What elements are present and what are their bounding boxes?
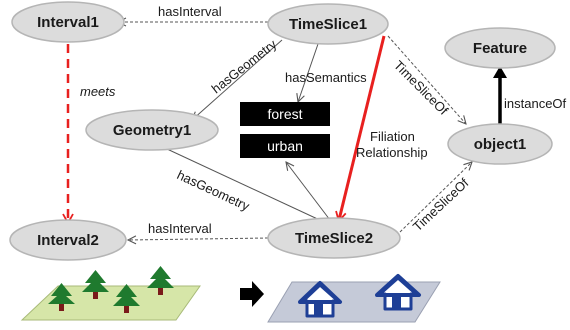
- edge-has-semantics: [298, 43, 319, 102]
- label-has-interval-bottom: hasInterval: [148, 221, 212, 236]
- house-icon: [298, 281, 342, 318]
- label-timeslice-of-bottom: TimeSliceOf: [410, 175, 472, 234]
- node-timeslice1-label: TimeSlice1: [289, 16, 367, 33]
- edge-timeslice-of-top: [387, 35, 466, 124]
- semantic-box-forest-label: forest: [267, 106, 302, 122]
- label-filiation-line1: Filiation: [370, 129, 415, 144]
- edge-has-geometry-top: [192, 39, 283, 120]
- edge-timeslice-of-bottom: [399, 162, 472, 233]
- node-feature-label: Feature: [473, 40, 527, 57]
- tree-icon: [48, 283, 75, 311]
- node-feature: Feature: [444, 27, 556, 69]
- edge-has-interval-bottom: [128, 238, 269, 240]
- node-timeslice2-label: TimeSlice2: [295, 230, 373, 247]
- house-icon: [375, 274, 421, 311]
- urban-illustration: [267, 274, 441, 323]
- transition-arrow-icon: [240, 281, 264, 307]
- label-has-geometry-top: hasGeometry: [209, 36, 280, 96]
- semantic-box-forest: forest: [240, 102, 330, 126]
- node-geometry1-label: Geometry1: [113, 122, 191, 139]
- semantic-box-urban: urban: [240, 134, 330, 158]
- tree-icon: [82, 270, 109, 299]
- tree-icon: [113, 284, 140, 313]
- node-timeslice1: TimeSlice1: [267, 3, 389, 45]
- label-has-semantics: hasSemantics: [285, 70, 367, 85]
- label-has-interval-top: hasInterval: [158, 4, 222, 19]
- node-interval2: Interval2: [9, 219, 127, 261]
- label-timeslice-of-top: TimeSliceOf: [391, 58, 452, 119]
- label-filiation-line2: Relationship: [356, 145, 428, 160]
- node-geometry1: Geometry1: [85, 109, 219, 151]
- forest-illustration: [20, 266, 201, 321]
- node-interval2-label: Interval2: [37, 232, 99, 249]
- node-object1: object1: [447, 123, 553, 165]
- node-interval1: Interval1: [11, 1, 125, 43]
- edge-filiation: [335, 35, 386, 223]
- edge-has-geometry-bottom: [152, 142, 325, 223]
- node-timeslice2: TimeSlice2: [267, 217, 401, 259]
- tree-icon: [147, 266, 174, 295]
- semantic-box-urban-label: urban: [267, 138, 303, 154]
- label-meets: meets: [80, 84, 116, 99]
- label-has-geometry-bottom: hasGeometry: [175, 167, 253, 214]
- label-instance-of: instanceOf: [504, 96, 567, 111]
- edge-has-semantics-bottom: [286, 162, 331, 221]
- node-interval1-label: Interval1: [37, 14, 99, 31]
- node-object1-label: object1: [474, 136, 527, 153]
